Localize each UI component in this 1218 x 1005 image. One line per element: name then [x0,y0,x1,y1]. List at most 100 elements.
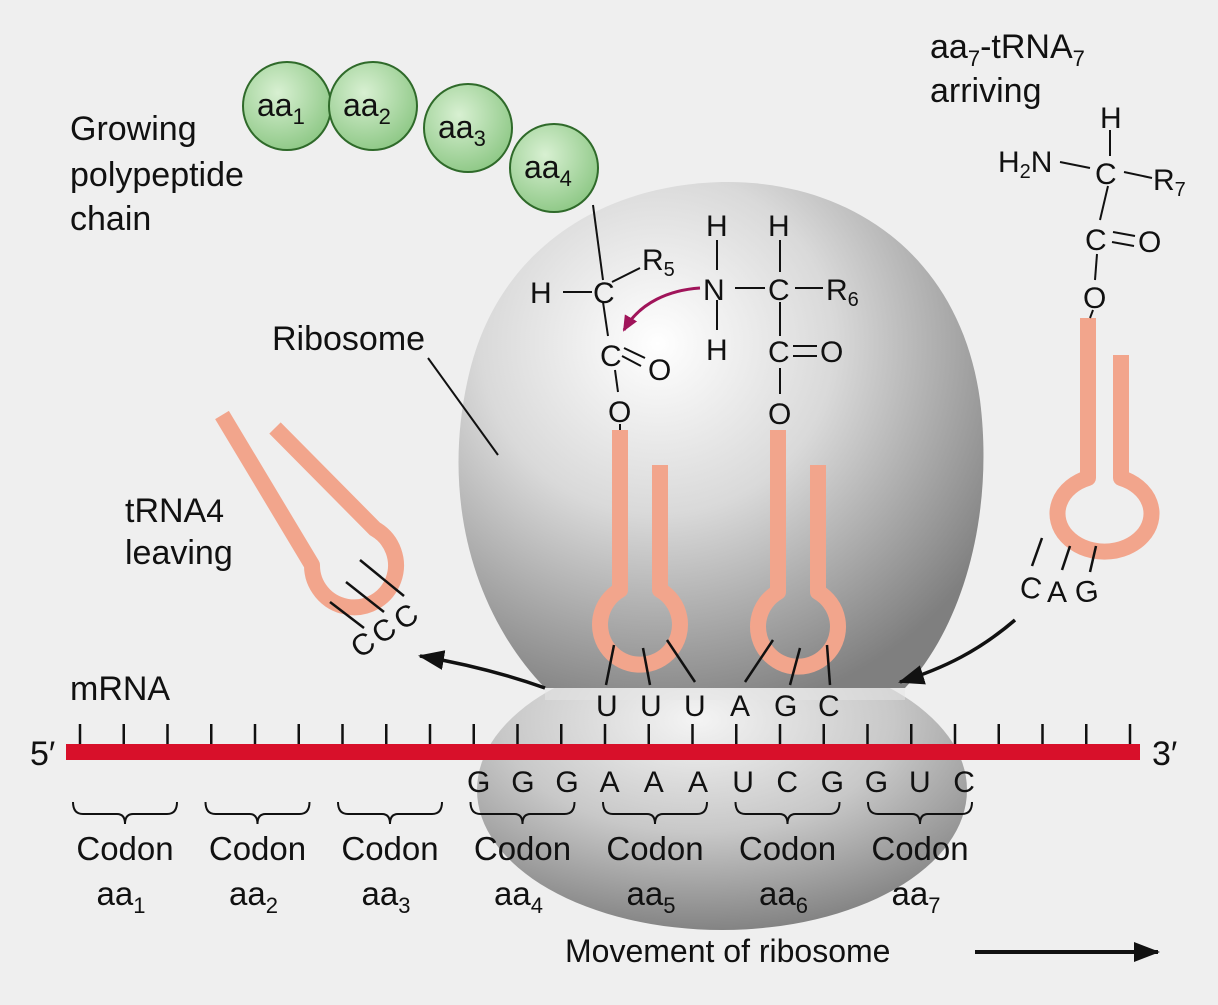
amino-acid-label: aa1 [257,87,305,129]
codon-brace [734,801,841,825]
codon-brace [867,801,973,825]
chem-mid-h-top: H [706,210,728,243]
amino-acid-circle [509,123,599,213]
chem-arr-h2n: H2N [998,146,1052,183]
chem-arr-c: C [1095,158,1117,191]
chem-arr-r: R7 [1153,164,1186,201]
amino-acid-circle [423,83,513,173]
codon-amino-acid: aa3 [362,875,411,918]
trna-p-site [592,430,688,673]
amino-acid-label: aa3 [438,109,486,151]
codon-label: Codon [474,830,571,867]
amino-acid-3: aa3 [423,83,513,173]
label-trna-leaving: tRNA4 [125,492,224,530]
codon-braces [72,801,973,825]
codon-amino-acid: aa1 [97,875,146,918]
chem-mid-c2: C [768,336,790,369]
peptide-bond-arrow [622,286,701,332]
trna-leaving [215,410,404,616]
codon-base: G [511,766,534,799]
chem-mid-h-c: H [768,210,790,243]
codon-label: Codon [739,830,836,867]
anticodon-a-site: A G C [730,690,840,723]
trna-arriving [1049,318,1160,560]
chem-arr-h: H [1100,102,1122,135]
polypeptide-chain: aa1 aa2 aa3 aa4 [242,61,604,281]
label-leaving: leaving [125,534,233,572]
chem-left-c: C [593,277,615,310]
codon-amino-acid: aa2 [229,875,278,918]
svg-text:G: G [774,690,797,723]
codon-brace [337,801,443,825]
codon-label: Codon [871,830,968,867]
mrna-ticks [78,724,1132,744]
ribosome-large-subunit [458,181,984,688]
codon-amino-acid: aa6 [759,875,808,918]
codon-brace [469,801,576,825]
codon-base: C [953,766,975,799]
chem-arr-c2: C [1085,224,1107,257]
label-polypeptide: polypeptide [70,156,244,194]
codon-base: G [865,766,888,799]
ribosome-small-subunit [477,650,967,930]
anticodon-pairing-lines [329,537,1098,686]
codon-base: C [776,766,798,799]
chem-mid-r: R6 [826,274,859,311]
amino-acid-circle [328,61,418,151]
codon-label: Codon [209,830,306,867]
svg-text:C: C [818,690,840,723]
anticodon-arriving: C A G [1017,571,1100,611]
mrna-backbone [66,744,1140,760]
codon-brace [72,801,178,825]
amino-acid-2: aa2 [328,61,418,151]
codon-base: G [467,766,490,799]
chem-mid-h-bottom: H [706,334,728,367]
amino-acid-1: aa1 [242,61,332,151]
label-trna-arriving: aa7-tRNA7 [930,28,1085,71]
anticodon-p-site: U U U [596,690,706,723]
codon-base: G [555,766,578,799]
chem-left-o-link: O [608,396,631,429]
chem-mid-o-double: O [820,336,843,369]
label-chain: chain [70,200,151,238]
codon-label: Codon [606,830,703,867]
chem-left-h: H [530,277,552,310]
svg-text:A: A [1047,576,1067,609]
codon-base: U [909,766,931,799]
chemistry-bonds [563,130,1153,430]
chem-mid-n: N [703,274,725,307]
codon-amino-acid: aa4 [494,875,543,918]
chem-arr-o-link: O [1083,282,1106,315]
chem-arr-o-double: O [1138,226,1161,259]
codon-base: A [644,766,664,799]
codon-brace [602,801,708,825]
chem-mid-c: C [768,274,790,307]
codon-amino-acid: aa5 [627,875,676,918]
label-five-prime: 5′ [30,735,55,773]
codon-base: G [821,766,844,799]
codon-base: A [600,766,620,799]
leaving-arrow [418,650,546,690]
label-three-prime: 3′ [1152,735,1177,773]
chem-mid-o-link: O [768,398,791,431]
svg-text:U: U [596,690,618,723]
codon-label: Codon [76,830,173,867]
ribosome-pointer [427,357,499,456]
codon-label: Codon [341,830,438,867]
amino-acid-label: aa4 [524,149,572,191]
arriving-arrow [898,618,1017,685]
trna-a-site [750,430,846,675]
label-mrna: mRNA [70,670,170,708]
chem-left-r: R5 [642,244,675,281]
codon-base: U [732,766,754,799]
label-arriving: arriving [930,72,1041,110]
svg-text:U: U [684,690,706,723]
svg-text:G: G [1073,574,1101,610]
svg-text:C: C [1017,571,1044,607]
label-movement: Movement of ribosome [565,933,890,969]
label-ribosome: Ribosome [272,320,425,358]
svg-text:A: A [730,690,750,723]
amino-acid-4: aa4 [509,123,599,213]
